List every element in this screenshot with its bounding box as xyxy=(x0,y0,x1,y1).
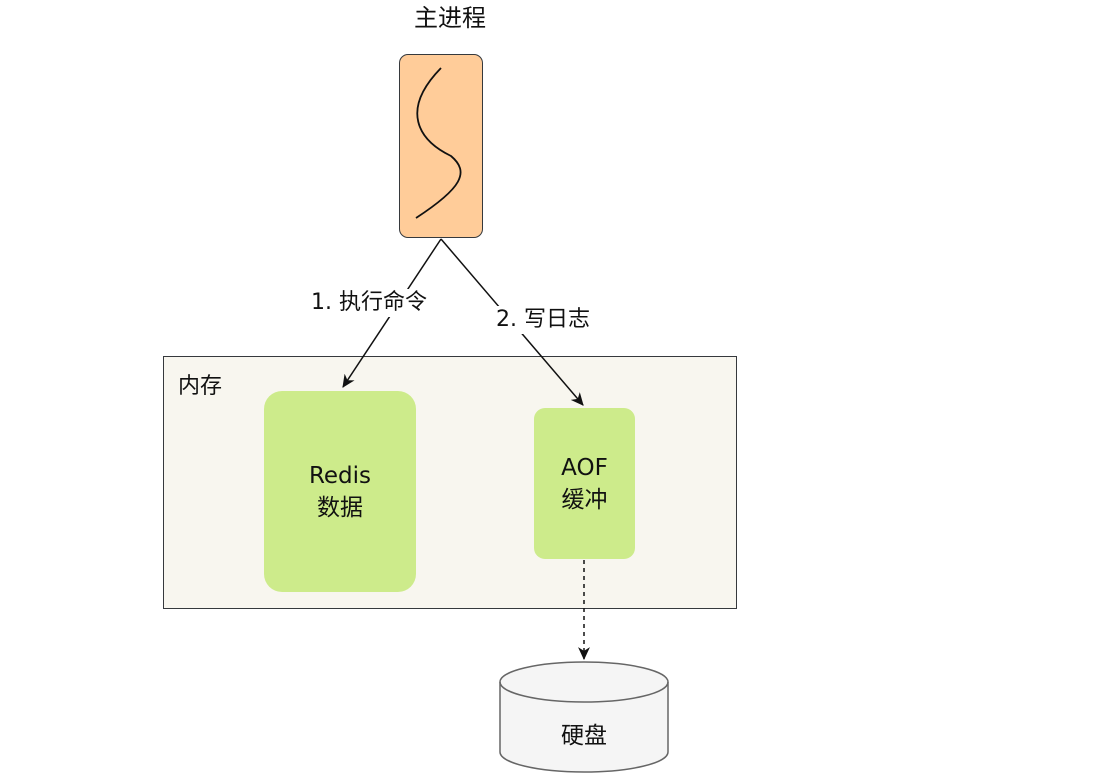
write-log-label: 2. 写日志 xyxy=(494,306,592,334)
aof-node-label-line1: AOF xyxy=(561,454,608,481)
main-process-box[interactable] xyxy=(399,54,483,238)
redis-node-label-line1: Redis xyxy=(308,462,372,489)
aof-buffer-node[interactable]: AOF 缓冲 xyxy=(534,408,635,559)
memory-label: 内存 xyxy=(178,374,223,399)
redis-data-node[interactable]: Redis 数据 xyxy=(264,391,416,592)
process-squiggle-icon xyxy=(415,67,462,219)
execute-command-label: 1. 执行命令 xyxy=(309,289,429,317)
disk-label: 硬盘 xyxy=(561,723,607,749)
memory-container[interactable] xyxy=(163,356,737,609)
redis-node-label-line2: 数据 xyxy=(317,494,363,521)
aof-node-label-line2: 缓冲 xyxy=(561,486,608,513)
disk-cylinder[interactable] xyxy=(499,661,669,773)
main-process-title: 主进程 xyxy=(414,4,486,32)
